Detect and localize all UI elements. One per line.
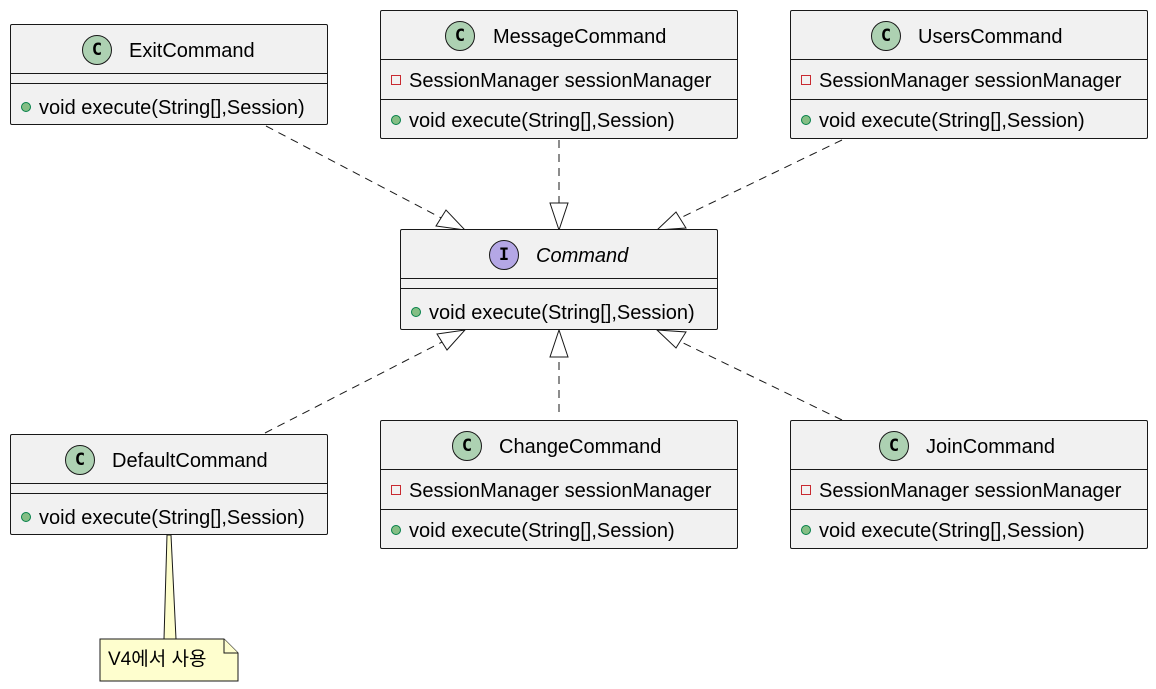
method-row: void execute(String[],Session): [801, 109, 1085, 133]
class-header: C MessageCommand: [381, 11, 737, 59]
field-row: SessionManager sessionManager: [391, 479, 711, 503]
divider: [401, 288, 717, 289]
realization-line-default: [264, 339, 447, 434]
note-fold: [223, 639, 238, 654]
field-row: SessionManager sessionManager: [801, 479, 1121, 503]
method-signature: void execute(String[],Session): [429, 302, 695, 324]
arrowhead-exit: [435, 209, 467, 231]
interface-header: I Command: [401, 230, 717, 278]
class-stereotype-icon: C: [82, 35, 112, 65]
class-header: C ExitCommand: [11, 25, 327, 73]
class-header: C DefaultCommand: [11, 435, 327, 483]
method-signature: void execute(String[],Session): [819, 520, 1085, 542]
method-signature: void execute(String[],Session): [409, 110, 675, 132]
divider: [11, 73, 327, 74]
method-row: void execute(String[],Session): [411, 301, 695, 325]
note-connector: [163, 534, 177, 640]
interface-stereotype-icon: I: [489, 240, 519, 270]
note-shape: [99, 638, 239, 682]
field-declaration: SessionManager sessionManager: [409, 70, 712, 92]
private-marker-icon: [391, 74, 401, 85]
class-exit-command[interactable]: C ExitCommand void execute(String[],Sess…: [10, 24, 328, 125]
class-stereotype-icon: C: [452, 431, 482, 461]
class-header: C JoinCommand: [791, 421, 1147, 469]
private-marker-icon: [801, 484, 811, 495]
public-marker-icon: [391, 524, 401, 535]
divider: [791, 509, 1147, 510]
class-stereotype-icon: C: [871, 21, 901, 51]
divider: [791, 59, 1147, 60]
divider: [381, 509, 737, 510]
class-users-command[interactable]: C UsersCommand SessionManager sessionMan…: [790, 10, 1148, 139]
public-marker-icon: [411, 306, 421, 317]
public-marker-icon: [801, 524, 811, 535]
divider: [401, 278, 717, 279]
public-marker-icon: [391, 114, 401, 125]
class-name: ChangeCommand: [499, 436, 662, 458]
class-message-command[interactable]: C MessageCommand SessionManager sessionM…: [380, 10, 738, 139]
class-join-command[interactable]: C JoinCommand SessionManager sessionMana…: [790, 420, 1148, 549]
public-marker-icon: [801, 114, 811, 125]
class-header: C UsersCommand: [791, 11, 1147, 59]
divider: [11, 83, 327, 84]
field-row: SessionManager sessionManager: [391, 69, 711, 93]
field-declaration: SessionManager sessionManager: [819, 480, 1122, 502]
divider: [791, 99, 1147, 100]
public-marker-icon: [21, 511, 31, 522]
class-name: DefaultCommand: [112, 450, 268, 472]
realization-line-exit: [265, 125, 446, 221]
method-row: void execute(String[],Session): [391, 519, 675, 543]
private-marker-icon: [801, 74, 811, 85]
method-row: void execute(String[],Session): [21, 96, 305, 120]
class-name: MessageCommand: [493, 26, 667, 48]
private-marker-icon: [391, 484, 401, 495]
realization-line-join: [676, 339, 843, 421]
class-name: JoinCommand: [926, 436, 1055, 458]
method-signature: void execute(String[],Session): [39, 97, 305, 119]
arrowhead-change: [549, 328, 569, 358]
class-stereotype-icon: C: [879, 431, 909, 461]
divider: [11, 493, 327, 494]
arrowhead-users: [655, 211, 687, 231]
field-row: SessionManager sessionManager: [801, 69, 1121, 93]
interface-name: Command: [536, 245, 629, 267]
divider: [381, 99, 737, 100]
method-row: void execute(String[],Session): [801, 519, 1085, 543]
class-stereotype-icon: C: [65, 445, 95, 475]
realization-line-users: [675, 139, 843, 221]
divider: [381, 59, 737, 60]
class-name: ExitCommand: [129, 40, 255, 62]
divider: [381, 469, 737, 470]
class-change-command[interactable]: C ChangeCommand SessionManager sessionMa…: [380, 420, 738, 549]
class-default-command[interactable]: C DefaultCommand void execute(String[],S…: [10, 434, 328, 535]
arrowhead-message: [549, 202, 569, 232]
field-declaration: SessionManager sessionManager: [819, 70, 1122, 92]
method-signature: void execute(String[],Session): [819, 110, 1085, 132]
class-stereotype-icon: C: [445, 21, 475, 51]
method-signature: void execute(String[],Session): [409, 520, 675, 542]
class-header: C ChangeCommand: [381, 421, 737, 469]
arrowhead-join: [655, 329, 687, 349]
method-row: void execute(String[],Session): [21, 506, 305, 530]
divider: [11, 483, 327, 484]
field-declaration: SessionManager sessionManager: [409, 480, 712, 502]
arrowhead-default: [436, 329, 467, 351]
method-signature: void execute(String[],Session): [39, 507, 305, 529]
public-marker-icon: [21, 101, 31, 112]
interface-command[interactable]: I Command void execute(String[],Session): [400, 229, 718, 330]
method-row: void execute(String[],Session): [391, 109, 675, 133]
divider: [791, 469, 1147, 470]
note-text: V4에서 사용: [108, 649, 207, 670]
class-name: UsersCommand: [918, 26, 1063, 48]
